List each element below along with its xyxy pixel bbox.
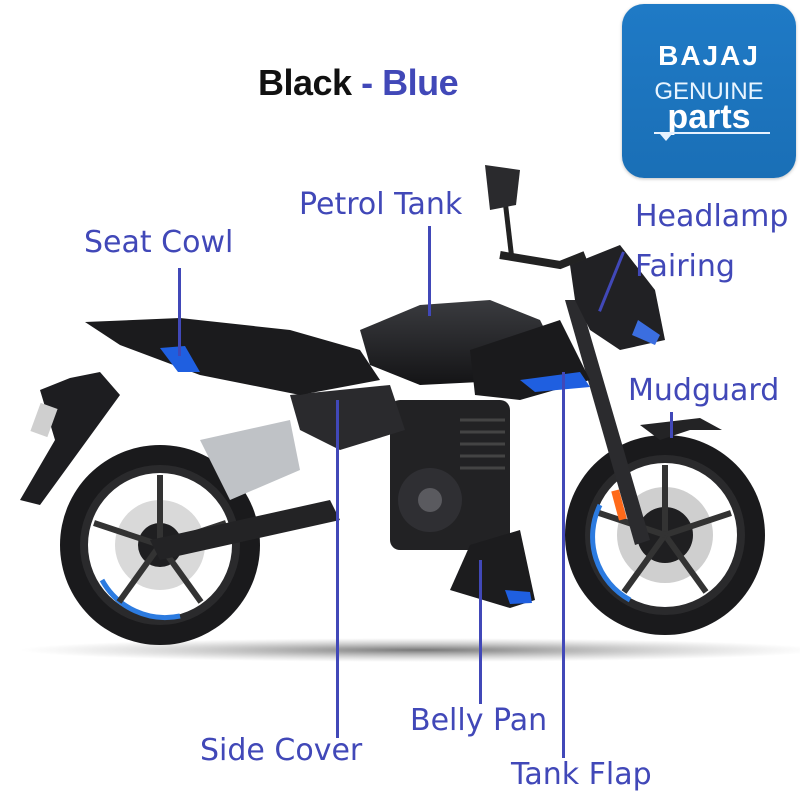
logo-underline — [654, 132, 770, 134]
leader-side-cover — [336, 400, 339, 738]
swingarm — [150, 500, 340, 560]
handlebar — [499, 251, 587, 270]
bajaj-genuine-parts-logo: BAJAJ GENUINE parts — [622, 4, 796, 178]
belly-pan-accent — [505, 590, 532, 604]
front-fork — [565, 300, 650, 545]
headlamp-accent — [632, 320, 660, 345]
color-variant-title: Black - Blue — [258, 62, 459, 104]
seat — [85, 318, 380, 395]
label-belly-pan: Belly Pan — [410, 703, 548, 738]
leader-seat-cowl — [178, 268, 181, 356]
logo-parts: parts — [667, 98, 751, 136]
belly-pan — [450, 530, 535, 608]
front-mudguard — [640, 418, 722, 440]
number-plate-bracket — [30, 402, 58, 438]
engine — [390, 400, 510, 550]
title-secondary-color: Blue — [382, 62, 459, 103]
logo-arrow-icon — [660, 134, 672, 141]
label-petrol-tank: Petrol Tank — [299, 187, 463, 222]
title-primary-color: Black — [258, 62, 352, 103]
logo-brand: BAJAJ — [658, 40, 760, 71]
mirror — [485, 165, 520, 210]
leader-tank-flap — [562, 372, 565, 758]
seat-cowl-accent — [160, 346, 200, 372]
reflector — [611, 489, 627, 521]
leader-mudguard — [670, 412, 673, 438]
label-mudguard: Mudguard — [628, 373, 780, 408]
tank-flap-accent — [520, 372, 590, 392]
ground-shadow — [20, 638, 800, 662]
label-seat-cowl: Seat Cowl — [84, 225, 234, 260]
label-tank-flap: Tank Flap — [511, 757, 652, 792]
front-wheel — [565, 435, 765, 635]
label-fairing: Fairing — [635, 249, 735, 284]
logo-genuine: GENUINE — [654, 78, 764, 105]
footrest-bracket — [200, 420, 300, 500]
side-cover — [290, 385, 405, 450]
leader-petrol-tank — [428, 226, 431, 316]
title-separator: - — [351, 62, 383, 103]
label-side-cover: Side Cover — [200, 733, 363, 768]
leader-belly-pan — [479, 560, 482, 704]
label-headlamp: Headlamp — [635, 199, 789, 234]
mirror-stem — [502, 199, 515, 261]
